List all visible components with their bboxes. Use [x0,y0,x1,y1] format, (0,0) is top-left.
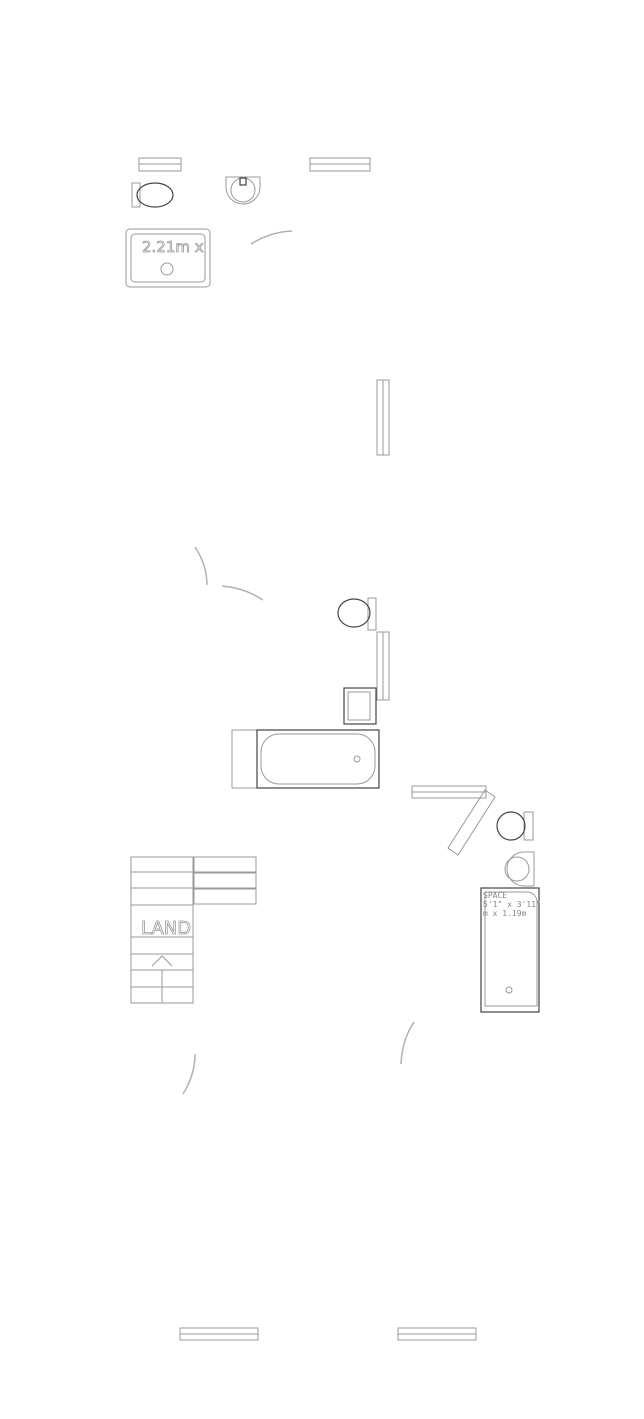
door-swing [182,1053,196,1095]
bathtub: SPACE 5'1" x 3'11" m x 1.19m [480,887,541,1013]
window [397,1327,477,1341]
window [179,1327,259,1341]
toilet-icon [337,597,377,631]
stairs: LAND [130,856,257,1004]
toilet-icon [131,182,174,208]
window [309,157,371,172]
bath-dimension-imperial: 5'1" x 3'11" [483,900,541,909]
toilet-icon [496,811,534,841]
window [376,631,390,701]
bath-label: SPACE [483,891,507,900]
door-swing [400,1021,415,1065]
sink-icon [225,176,261,205]
window [447,789,496,856]
landing-label: LAND [141,918,191,939]
shower-tray: 2.21m x [125,228,211,288]
sink-icon [504,851,535,887]
door-swing [250,230,293,245]
room-dimension: 2.21m x [142,238,204,256]
window [411,785,487,799]
window [138,157,182,172]
bath-dimension-metric: m x 1.19m [483,909,527,918]
bathtub [231,729,380,789]
sink-icon [343,687,377,725]
door-swing [194,546,208,586]
door-swing [221,585,264,601]
window [376,379,390,456]
